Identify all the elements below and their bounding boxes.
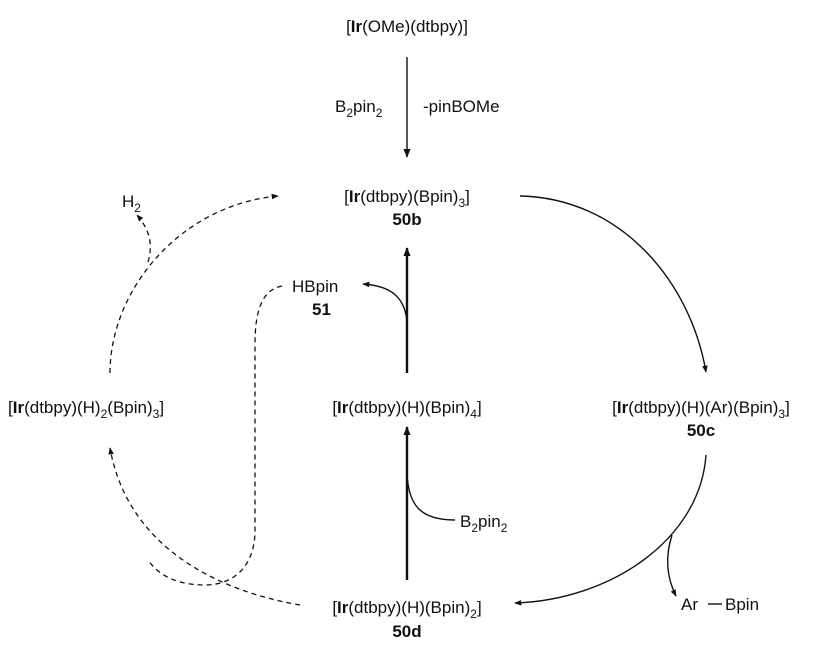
product-ar-label: Ar [681,595,698,614]
precatalyst-label: [Ir(OMe)(dtbpy)] [346,17,468,36]
hbpin-label: HBpin [292,277,338,296]
arrow-50b-to-50c [519,195,708,373]
activation-byproduct-label: -pinBOMe [423,97,500,116]
activation-reagent-label: B2pin2 [335,97,383,120]
b2pin2-input-label: B2pin2 [460,512,508,535]
species-50b-formula: [Ir(dtbpy)(Bpin)3] [344,187,470,210]
species-50d-formula: [Ir(dtbpy)(H)(Bpin)2] [332,598,481,621]
b2pin2-input-arrow [406,474,456,521]
h2-label: H2 [122,192,141,215]
species-50c-id: 50c [687,421,715,440]
dashed-h2-release-arrow [136,214,151,263]
dashed-arrow-50d-to-ir-h2 [108,447,301,606]
arrow-50c-to-50d [514,454,707,606]
dashed-arrow-to-50b [109,193,279,374]
product-ar-bpin: Ar Bpin [681,595,759,614]
species-50b-id: 50b [392,210,421,229]
hbpin-id: 51 [312,300,331,319]
dashed-hbpin-pathway [147,285,283,586]
product-release-arrow [667,534,677,597]
species-50c-formula: [Ir(dtbpy)(H)(Ar)(Bpin)3] [612,398,790,421]
species-ir-h2-bpin3-formula: [Ir(dtbpy)(H)2(Bpin)3] [8,398,164,421]
hbpin-release-arrow [362,281,408,323]
product-bpin-label: Bpin [725,595,759,614]
species-50d-id: 50d [392,622,421,641]
species-ir-h-bpin4-formula: [Ir(dtbpy)(H)(Bpin)4] [332,398,481,421]
